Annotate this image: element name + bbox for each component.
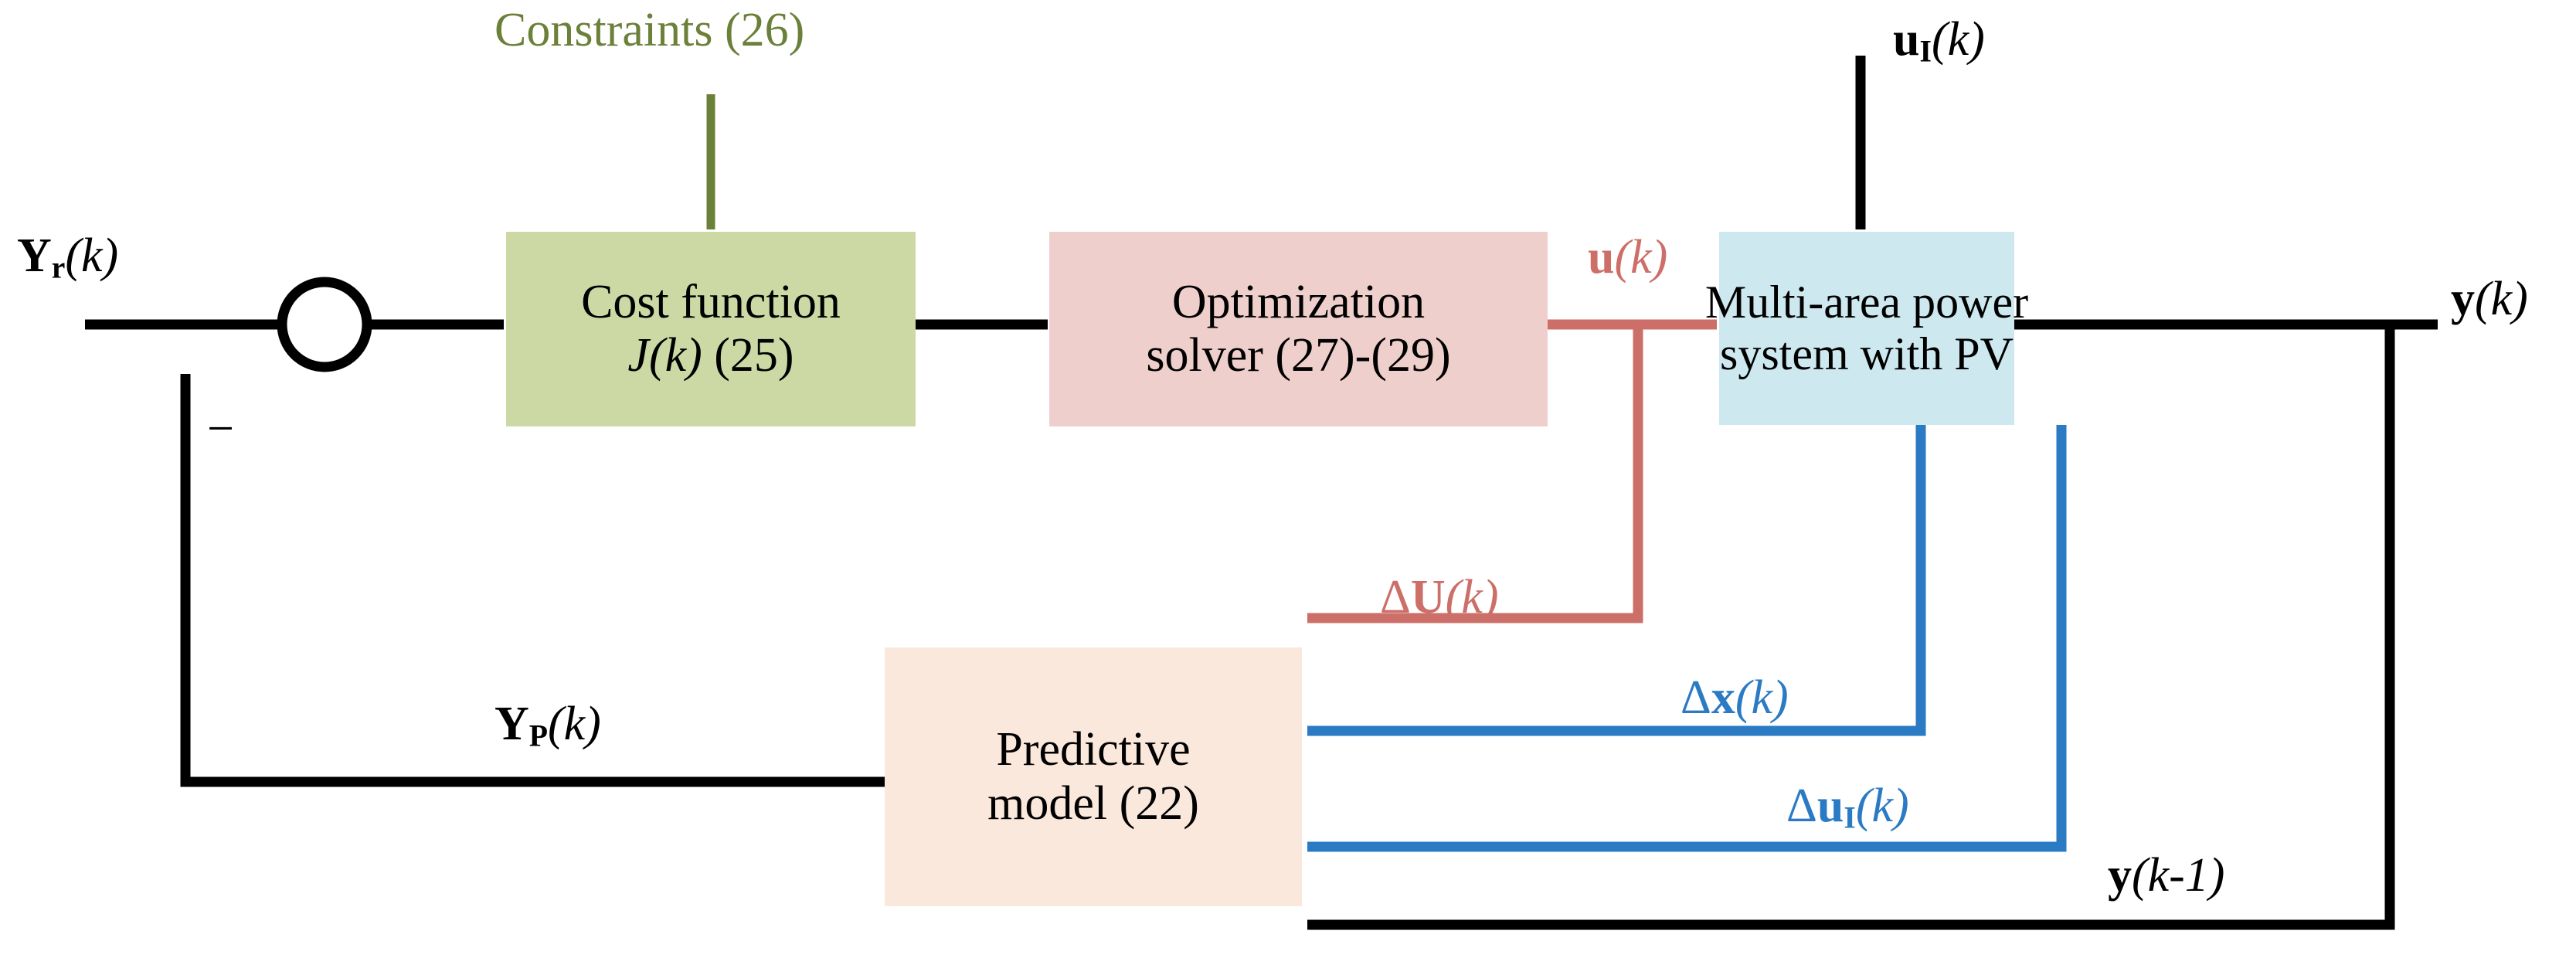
wire-predicted-output-to-sum [180, 374, 885, 787]
constraints-label: Constraints (26) [494, 4, 805, 56]
block-optimization-solver[interactable] [1049, 232, 1548, 426]
delta-u-big-delta: Δ [1380, 571, 1411, 623]
control-signal-label: u(k) [1588, 233, 1667, 281]
delta-u-big-var: U [1410, 571, 1446, 623]
cost-function-eqref: (25) [714, 329, 794, 382]
block-predictive-model-text: Predictive model (22) [885, 647, 1302, 906]
power-system-line-1: Multi-area power [1704, 276, 2029, 328]
power-system-line-2: system with PV [1719, 328, 2014, 379]
block-cost-function[interactable] [506, 232, 916, 426]
wire-delta-x-to-predictive-model [1307, 425, 1926, 736]
block-cost-function-text: Cost function J(k) (25) [506, 232, 916, 426]
optimization-solver-line-1: Optimization [1171, 275, 1426, 328]
delayed-output-arg: (k-1) [2132, 849, 2225, 902]
disturbance-input-sub: I [1919, 34, 1932, 69]
predicted-output-var: Y [494, 698, 529, 750]
predictive-model-line-2: model (22) [987, 776, 1199, 830]
block-predictive-model[interactable] [885, 647, 1302, 906]
disturbance-input-label: uI(k) [1893, 15, 1985, 67]
block-optimization-solver-text: Optimization solver (27)-(29) [1049, 232, 1548, 426]
summing-junction[interactable] [277, 277, 372, 372]
delta-uI-var: u [1816, 780, 1844, 832]
reference-input-label: Yr(k) [17, 232, 118, 284]
cost-function-line-1: Cost function [581, 275, 841, 328]
delta-u-big-label: ΔU(k) [1380, 573, 1498, 621]
cost-function-symbol: J(k) [627, 329, 702, 382]
disturbance-input-var: u [1893, 13, 1920, 66]
disturbance-input-arg: (k) [1931, 13, 1985, 66]
block-power-system[interactable] [1719, 232, 2014, 425]
minus-sign-label: − [207, 403, 234, 455]
cost-function-line-2: J(k) (25) [627, 329, 794, 382]
delta-uI-delta: Δ [1786, 780, 1817, 832]
output-label: y(k) [2451, 275, 2528, 323]
control-signal-arg: (k) [1614, 231, 1668, 284]
delta-x-arg: (k) [1735, 671, 1789, 724]
delta-uI-label: ΔuI(k) [1786, 782, 1909, 834]
predictive-model-line-1: Predictive [996, 723, 1191, 776]
delta-uI-sub: I [1844, 800, 1856, 835]
delta-x-delta: Δ [1681, 671, 1711, 724]
block-power-system-text: Multi-area power system with PV [1704, 232, 2030, 425]
delayed-output-var: y [2108, 849, 2132, 902]
predicted-output-label: YP(k) [494, 700, 601, 752]
reference-input-arg: (k) [65, 229, 119, 282]
predicted-output-sub: P [528, 718, 549, 753]
delta-x-var: x [1711, 671, 1735, 724]
output-var: y [2451, 273, 2475, 325]
delta-x-label: Δx(k) [1681, 674, 1789, 722]
reference-input-sub: r [51, 250, 66, 285]
predicted-output-arg: (k) [548, 698, 601, 750]
wire-output-delayed-to-predictive-model [1307, 324, 2395, 930]
optimization-solver-line-2: solver (27)-(29) [1146, 329, 1451, 382]
delayed-output-label: y(k-1) [2108, 851, 2224, 899]
wire-u-branch-to-predictive-model [1307, 324, 1643, 623]
reference-input-var: Y [17, 229, 52, 282]
delta-uI-arg: (k) [1855, 780, 1909, 832]
control-signal-var: u [1588, 231, 1615, 284]
output-arg: (k) [2475, 273, 2528, 325]
delta-u-big-arg: (k) [1445, 571, 1499, 623]
wire-delta-uI-to-predictive-model [1307, 425, 2067, 852]
